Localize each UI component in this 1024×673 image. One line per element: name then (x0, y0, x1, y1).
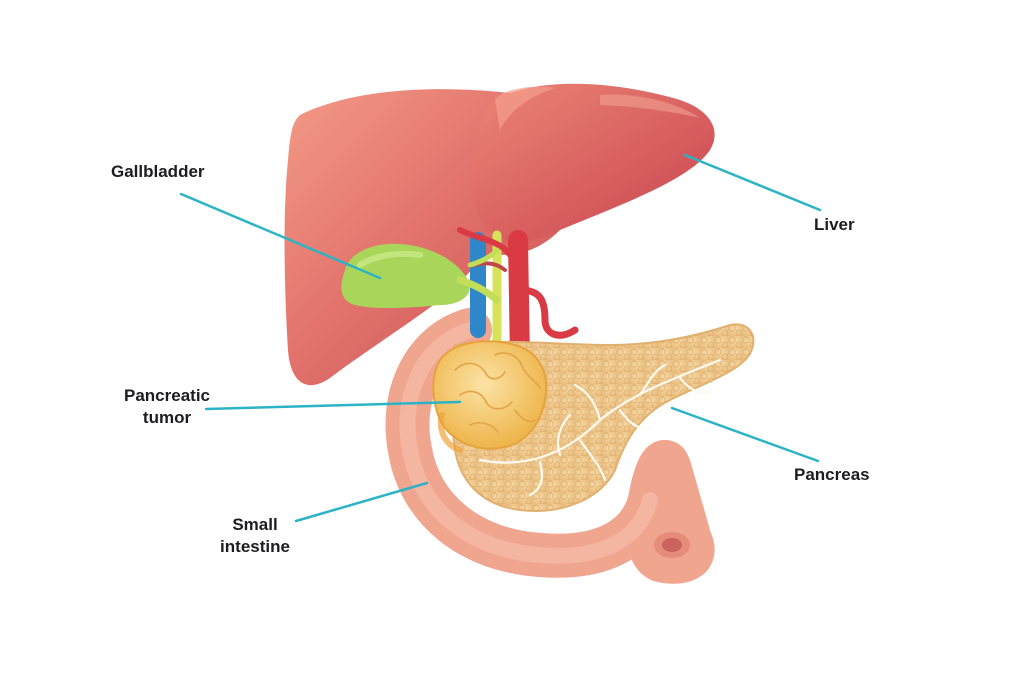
liver-leader-line (683, 153, 822, 212)
pancreatic-tumor-label-line-1: Pancreatic (124, 386, 210, 405)
pancreatic-ducts (478, 358, 722, 497)
gallbladder-label: Gallbladder (111, 162, 205, 181)
small-intestine-label-line-2: intestine (220, 537, 290, 556)
aorta (508, 230, 530, 370)
gallbladder (341, 243, 501, 309)
pancreatic-tumor-leader-line (204, 400, 462, 411)
small-intestine-label-line-1: Small (232, 515, 278, 534)
pancreas-label: Pancreas (794, 465, 870, 484)
liver-label: Liver (814, 215, 855, 234)
leader-lines (179, 153, 822, 523)
gallbladder-leader-line (179, 192, 382, 280)
pancreatic-tumor-label: Pancreatic tumor (112, 385, 222, 429)
pancreatic-tumor (432, 340, 548, 453)
pancreatic-tumor-label-line-2: tumor (142, 408, 192, 427)
liver (284, 83, 715, 386)
small-intestine-leader-line (294, 481, 429, 523)
small-intestine-label: Small intestine (205, 514, 305, 558)
small-intestine (385, 308, 715, 584)
pancreas-leader-line (670, 406, 820, 463)
